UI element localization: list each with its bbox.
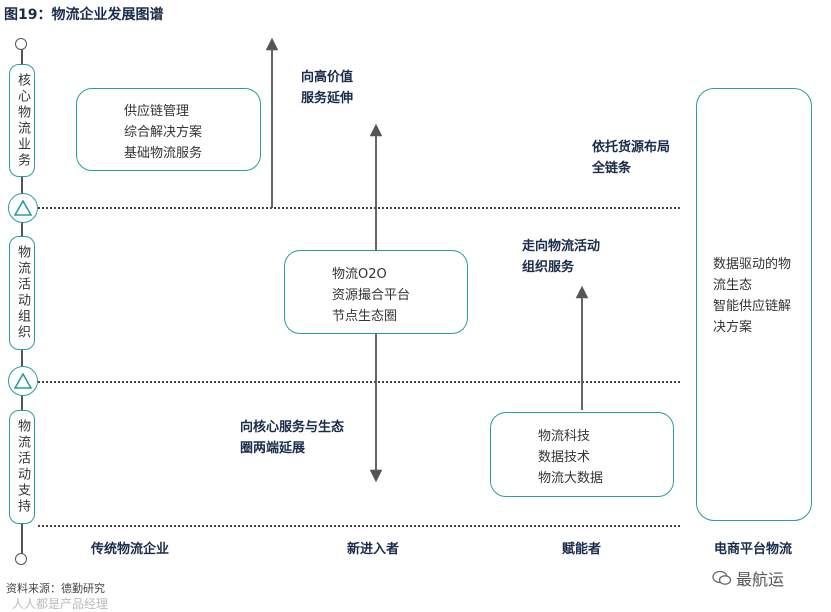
box-item: 供应链管理 <box>124 104 190 119</box>
annotation-org-service: 走向物流活动 组织服务 <box>522 239 601 275</box>
column-label-newcomer: 新进入者 <box>347 542 400 557</box>
box-item: 智能供应链解 <box>713 299 792 314</box>
track-top-circle <box>15 38 27 50</box>
box-item: 物流大数据 <box>538 471 604 486</box>
box-enabler-services: 物流科技 数据技术 物流大数据 <box>490 412 674 497</box>
track-segment-core-business: 核心物流业务 <box>9 64 35 177</box>
watermark-right: 最航运 <box>712 566 784 590</box>
annotation-full-chain: 依托货源布局 全链条 <box>592 140 671 176</box>
box-item: 数据驱动的物 <box>713 257 792 272</box>
triangle-node-icon <box>8 193 38 223</box>
box-item: 物流科技 <box>538 429 591 444</box>
annotation-high-value: 向高价值 服务延伸 <box>301 70 354 106</box>
box-traditional-services: 供应链管理 综合解决方案 基础物流服务 <box>76 88 261 171</box>
chart-title: 图19：物流企业发展图谱 <box>4 7 164 23</box>
box-ecommerce-logistics: 数据驱动的物 流生态 智能供应链解 决方案 <box>696 88 812 521</box>
annotation-two-ends: 向核心服务与生态 圈两端延展 <box>240 420 345 456</box>
box-item: 综合解决方案 <box>124 125 203 140</box>
track-segment-activity-support: 物流活动支持 <box>9 410 35 524</box>
box-item: 基础物流服务 <box>124 146 203 161</box>
track-segment-activity-organization: 物流活动组织 <box>9 236 35 350</box>
watermark-right-text: 最航运 <box>736 570 785 589</box>
box-item: 决方案 <box>713 320 753 335</box>
triangle-node-icon <box>8 366 38 396</box>
column-label-traditional: 传统物流企业 <box>91 542 170 557</box>
box-newcomer-services: 物流O2O 资源撮合平台 节点生态圈 <box>284 250 468 334</box>
column-label-ecommerce: 电商平台物流 <box>714 542 793 557</box>
divider-line <box>38 525 680 527</box>
track-bottom-circle <box>15 553 27 565</box>
box-item: 资源撮合平台 <box>332 288 411 303</box>
column-label-enabler: 赋能者 <box>562 542 602 557</box>
box-item: 物流O2O <box>332 267 387 282</box>
box-item: 节点生态圈 <box>332 309 398 324</box>
divider-line <box>38 207 680 209</box>
source-note: 资料来源：德勤研究 <box>6 582 105 595</box>
box-item: 数据技术 <box>538 450 591 465</box>
wechat-icon <box>712 570 732 585</box>
box-item: 流生态 <box>713 278 753 293</box>
watermark-left: 人人都是产品经理 <box>12 597 109 611</box>
divider-line <box>38 381 680 383</box>
